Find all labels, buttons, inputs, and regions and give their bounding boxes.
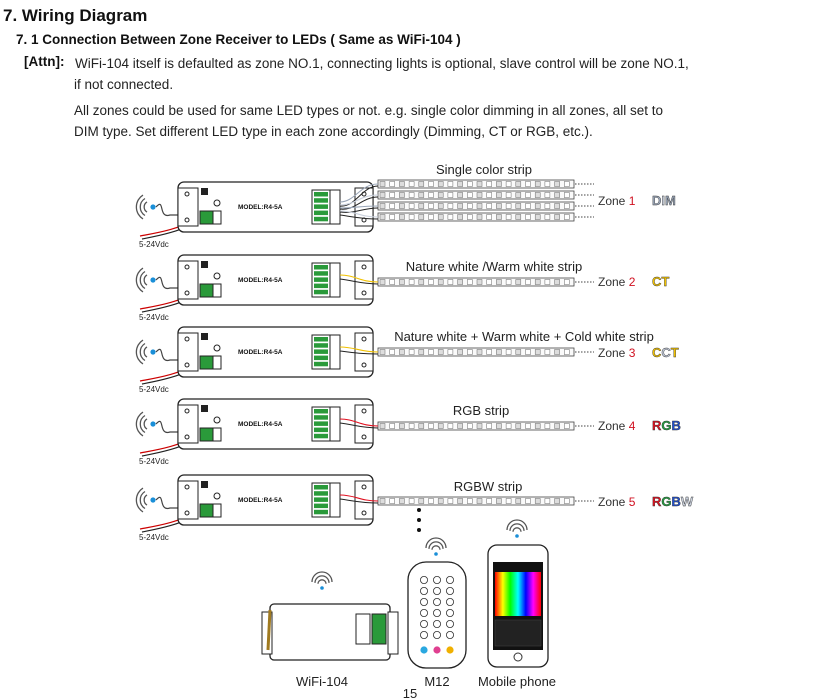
led-strip <box>339 494 594 506</box>
strip-label: RGBW strip <box>454 479 523 494</box>
zone-number: 4 <box>629 419 636 433</box>
wireless-signal-icon <box>135 339 156 365</box>
type-badge-letter: R <box>652 494 662 509</box>
zone-number: 3 <box>629 346 636 360</box>
type-badge: RGB <box>652 418 681 433</box>
m12-remote: M12 <box>407 537 467 689</box>
led-strip <box>339 418 594 431</box>
mobile-phone: Mobile phone <box>478 519 556 689</box>
zone-row: 5-24Vdc MODEL:R4-5A Nature white /Warm whi… <box>135 254 670 322</box>
type-badge-letter: R <box>652 418 662 433</box>
strip-label: RGB strip <box>453 403 509 418</box>
model-label: MODEL:R4-5A <box>238 277 283 284</box>
wireless-signal-icon <box>311 571 333 590</box>
dot <box>417 508 421 512</box>
strip-label: Single color strip <box>436 162 532 177</box>
type-badge-letter: B <box>672 418 681 433</box>
zone-word: Zone <box>598 346 629 360</box>
zone-number: 5 <box>629 495 636 509</box>
subsection-title: 7. 1 Connection Between Zone Receiver to… <box>16 32 461 47</box>
attn-label: [Attn]: <box>24 54 65 69</box>
type-badge: DIM <box>652 193 676 208</box>
zone-word: Zone <box>598 495 629 509</box>
para-line-1: All zones could be used for same LED typ… <box>74 103 664 118</box>
power-label: 5-24Vdc <box>139 385 169 394</box>
led-strip <box>339 179 594 222</box>
model-label: MODEL:R4-5A <box>238 421 283 428</box>
phone-caption: Mobile phone <box>478 674 556 689</box>
page-number: 15 <box>403 686 417 699</box>
led-strip <box>339 274 594 287</box>
type-badge-letter: B <box>672 494 681 509</box>
wireless-signal-icon <box>506 519 528 538</box>
model-label: MODEL:R4-5A <box>238 497 283 504</box>
zone-number: 2 <box>629 275 636 289</box>
type-badge-letter: W <box>681 494 694 509</box>
type-badge: RGBW <box>652 494 694 509</box>
zone-word: Zone <box>598 194 629 208</box>
zone-receiver: MODEL:R4-5A <box>177 254 374 306</box>
model-label: MODEL:R4-5A <box>238 349 283 356</box>
zone-label: Zone 3 <box>598 346 636 360</box>
zone-receiver: MODEL:R4-5A <box>177 474 374 526</box>
wireless-signal-icon <box>135 411 156 437</box>
led-strip <box>339 346 594 357</box>
power-label: 5-24Vdc <box>139 313 169 322</box>
zone-label: Zone 4 <box>598 419 636 433</box>
zone-word: Zone <box>598 275 629 289</box>
zone-label: Zone 5 <box>598 495 636 509</box>
zone-receiver: MODEL:R4-5A <box>177 181 374 233</box>
zone-receiver: MODEL:R4-5A <box>177 326 374 378</box>
type-badge: CCT <box>652 345 679 360</box>
zone-receiver: MODEL:R4-5A <box>177 398 374 450</box>
section-title: 7. Wiring Diagram <box>3 6 148 25</box>
zone-row: 5-24Vdc MODEL:R4-5A Single color stripZone… <box>135 162 676 249</box>
type-badge-letter: T <box>671 345 679 360</box>
zone-number: 1 <box>629 194 636 208</box>
para-line-2: DIM type. Set different LED type in each… <box>74 124 593 139</box>
power-label: 5-24Vdc <box>139 457 169 466</box>
type-badge-letter: M <box>665 193 676 208</box>
dot <box>417 518 421 522</box>
zone-label: Zone 2 <box>598 275 636 289</box>
zone-row: 5-24Vdc MODEL:R4-5A Nature white + Warm wh… <box>135 326 679 394</box>
wifi-104-device: WiFi-104 <box>261 571 399 689</box>
wireless-signal-icon <box>135 267 156 293</box>
type-badge-letter: T <box>661 274 669 289</box>
strip-label: Nature white /Warm white strip <box>406 259 583 274</box>
type-badge-letter: I <box>661 193 665 208</box>
dot <box>417 528 421 532</box>
wireless-signal-icon <box>425 537 447 556</box>
power-label: 5-24Vdc <box>139 240 169 249</box>
type-badge-letter: G <box>661 494 671 509</box>
type-badge: CT <box>652 274 669 289</box>
wifi-104-caption: WiFi-104 <box>296 674 348 689</box>
zone-label: Zone 1 <box>598 194 636 208</box>
type-badge-letter: C <box>652 274 662 289</box>
zone-word: Zone <box>598 419 629 433</box>
power-label: 5-24Vdc <box>139 533 169 542</box>
strip-label: Nature white + Warm white + Cold white s… <box>394 329 654 344</box>
wireless-signal-icon <box>135 487 156 513</box>
type-badge-letter: D <box>652 193 661 208</box>
type-badge-letter: C <box>652 345 662 360</box>
wireless-signal-icon <box>135 194 156 220</box>
type-badge-letter: G <box>661 418 671 433</box>
m12-caption: M12 <box>424 674 449 689</box>
attn-line-2: if not connected. <box>74 77 174 92</box>
model-label: MODEL:R4-5A <box>238 204 283 211</box>
attn-line-1: WiFi-104 itself is defaulted as zone NO.… <box>75 56 689 71</box>
type-badge-letter: C <box>661 345 671 360</box>
